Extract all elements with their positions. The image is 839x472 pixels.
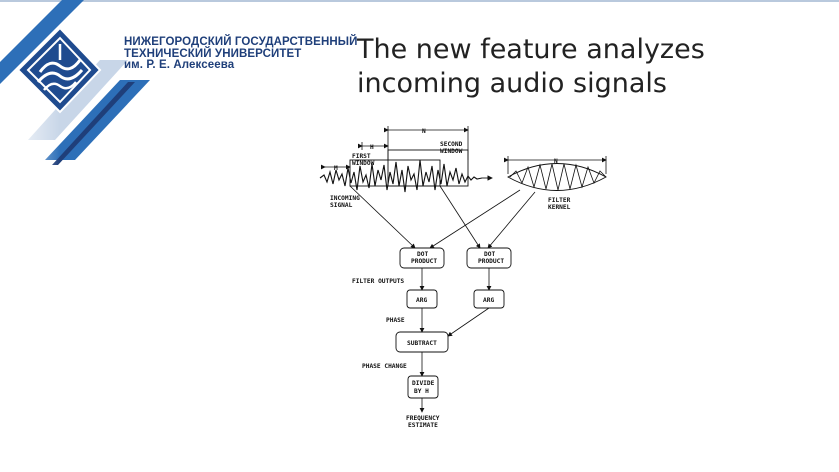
arg-right-label: ARG xyxy=(483,297,494,304)
subtract-label: SUBTRACT xyxy=(407,340,437,347)
second-window-label-1: SECOND xyxy=(440,141,463,148)
phase-label: PHASE xyxy=(386,317,405,324)
incoming-signal-waveform xyxy=(319,159,483,193)
university-line-1: НИЖЕГОРОДСКИЙ ГОСУДАРСТВЕННЫЙ xyxy=(124,36,358,48)
n-kernel-label: N xyxy=(554,158,558,165)
logo-stripe-1 xyxy=(0,0,84,84)
divide-label-2: BY H xyxy=(414,388,429,395)
arg-left-label: ARG xyxy=(416,297,427,304)
university-name: НИЖЕГОРОДСКИЙ ГОСУДАРСТВЕННЫЙ ТЕХНИЧЕСКИ… xyxy=(124,36,358,72)
logo-stripe-4 xyxy=(52,82,135,165)
top-border xyxy=(0,0,839,2)
dot-product-left-label-2: PRODUCT xyxy=(411,258,437,265)
logo-fade xyxy=(0,100,60,175)
kernel-oscillation xyxy=(509,163,607,191)
divide-box xyxy=(407,375,439,399)
second-window-box xyxy=(387,149,469,187)
filter-outputs-label: FILTER OUTPUTS xyxy=(352,278,404,285)
dot-product-left-label-1: DOT xyxy=(417,251,428,258)
filter-kernel-label-2: KERNEL xyxy=(548,204,571,211)
incoming-signal-label-1: INCOMING xyxy=(330,195,360,202)
university-line-2: ТЕХНИЧЕСКИЙ УНИВЕРСИТЕТ xyxy=(124,47,302,60)
n-top-label: N xyxy=(422,128,426,135)
phase-change-label: PHASE CHANGE xyxy=(362,363,407,370)
dot-product-right-label-1: DOT xyxy=(484,251,495,258)
frequency-estimate-label-1: FREQUENCY xyxy=(406,415,440,422)
emblem xyxy=(16,26,102,114)
university-line-3: им. Р. Е. Алексеева xyxy=(124,59,235,71)
frequency-estimation-diagram: N H M FIRST WINDOW SECOND WINDOW INCOMIN… xyxy=(319,126,607,429)
h-label: H xyxy=(370,144,374,151)
first-window-label-2: WINDOW xyxy=(352,160,375,167)
m-label: M xyxy=(334,165,338,172)
incoming-signal-label-2: SIGNAL xyxy=(330,202,353,209)
divide-label-1: DIVIDE xyxy=(412,380,435,387)
first-window-label-1: FIRST xyxy=(352,153,371,160)
university-logo xyxy=(0,0,150,175)
slide-title-line-2: incoming audio signals xyxy=(357,68,667,99)
dot-product-right-label-2: PRODUCT xyxy=(478,258,504,265)
filter-kernel-label-1: FILTER xyxy=(548,197,571,204)
second-window-label-2: WINDOW xyxy=(440,148,463,155)
slide-title-line-1: The new feature analyzes xyxy=(357,34,705,65)
frequency-estimate-label-2: ESTIMATE xyxy=(408,422,438,429)
slide-title: The new feature analyzes incoming audio … xyxy=(357,33,705,101)
